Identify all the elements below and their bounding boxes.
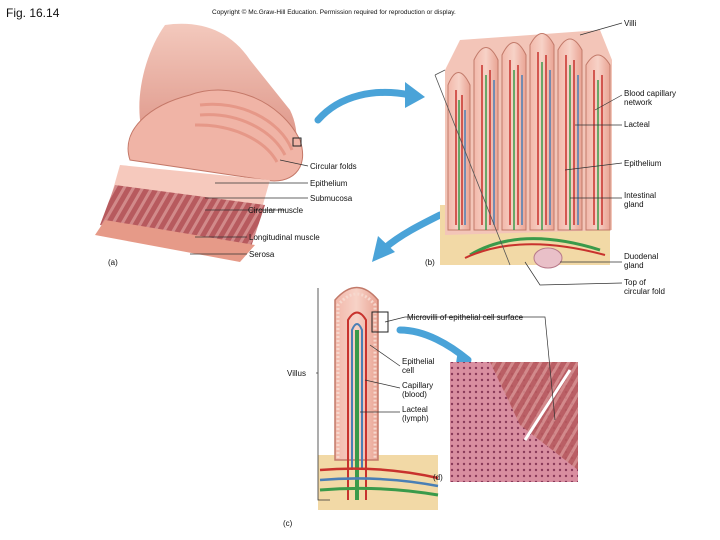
label-intestinal-gland-1: Intestinal [624, 191, 657, 200]
label-circular-folds: Circular folds [310, 162, 357, 171]
arrow-a-to-b [314, 88, 414, 124]
copyright-notice: Copyright © Mc.Graw-Hill Education. Perm… [212, 9, 456, 16]
label-capillary-1: Capillary [402, 381, 434, 390]
villus-section-c [317, 286, 439, 510]
label-villi: Villi [624, 19, 637, 28]
label-lacteal: Lacteal [624, 120, 650, 129]
label-blood-capillary-2: network [624, 98, 653, 107]
label-epithelial-cell-2: cell [402, 366, 415, 375]
label-longitudinal-muscle: Longitudinal muscle [249, 233, 320, 242]
label-top-circular-fold-2: circular fold [624, 287, 665, 296]
label-circular-muscle: Circular muscle [248, 206, 304, 215]
label-lacteal-lymph-2: (lymph) [402, 414, 429, 423]
leader-lines [190, 22, 623, 421]
panel-label-b: (b) [425, 258, 435, 267]
label-duodenal-gland-1: Duodenal [624, 252, 659, 261]
label-submucosa: Submucosa [310, 194, 353, 203]
arrow-b-to-c [381, 211, 444, 252]
intestine-section-a [95, 23, 304, 262]
figure-title: Fig. 16.14 [6, 6, 60, 20]
label-duodenal-gland-2: gland [624, 261, 644, 270]
label-capillary-2: (blood) [402, 390, 427, 399]
label-lacteal-lymph-1: Lacteal [402, 405, 428, 414]
label-intestinal-gland-2: gland [624, 200, 644, 209]
panel-label-c: (c) [283, 519, 293, 528]
label-villus: Villus [287, 369, 306, 378]
label-epithelium-a: Epithelium [310, 179, 348, 188]
panel-label-a: (a) [108, 258, 118, 267]
label-serosa: Serosa [249, 250, 275, 259]
label-epithelial-cell-1: Epithelial [402, 357, 435, 366]
label-top-circular-fold-1: Top of [624, 278, 646, 287]
panel-label-d: (d) [433, 473, 443, 482]
villi-section-b [434, 30, 612, 269]
label-epithelium-b: Epithelium [624, 159, 662, 168]
label-blood-capillary-1: Blood capillary [624, 89, 677, 98]
micrograph-d [450, 362, 578, 482]
label-microvilli: Microvilli of epithelial cell surface [407, 313, 524, 322]
